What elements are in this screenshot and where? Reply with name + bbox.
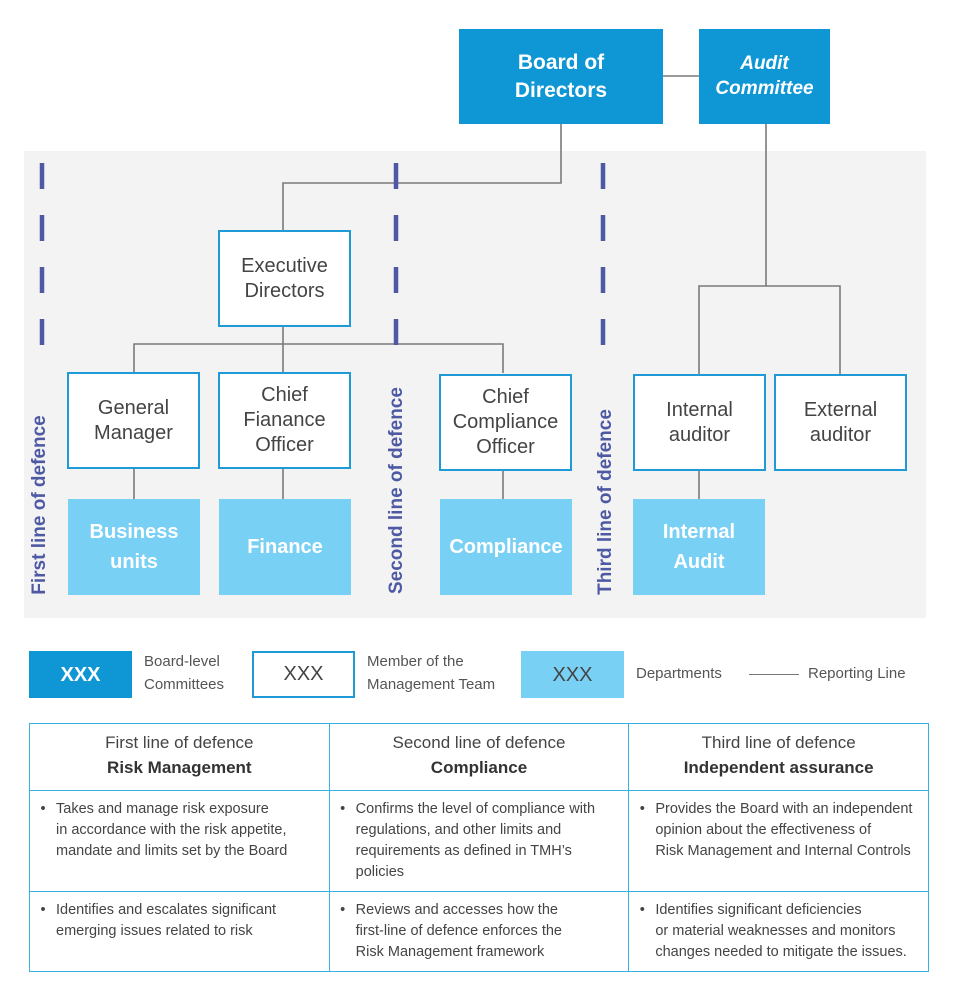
table-header-cell: Second line of defence Compliance [328, 723, 630, 791]
defence-table: First line of defence Risk Management Se… [29, 723, 929, 973]
exec-branch-connector [133, 343, 504, 373]
legend-dept-swatch: XXX [521, 651, 624, 698]
table-header-row: First line of defence Risk Management Se… [29, 723, 929, 791]
legend-member-swatch: XXX [252, 651, 355, 698]
cell-text: Identifies significant deficiencies or m… [655, 902, 907, 961]
table-cell: • Reviews and accesses how the first-line… [328, 891, 630, 973]
internal-audit-box: Internal Audit [633, 499, 765, 595]
legend-board-text: Board-level Committees [144, 653, 225, 694]
column-title: Third line of defence [701, 733, 856, 752]
table-header-cell: Third line of defence Independent assura… [628, 723, 929, 791]
general-manager-box: General Manager [67, 372, 200, 469]
bullet-icon: • [639, 902, 645, 919]
column-subtitle: Risk Management [107, 757, 252, 777]
audit-external-connector [766, 285, 841, 374]
bullet-icon: • [40, 801, 46, 817]
table-cell: • Confirms the level of compliance with r… [328, 789, 630, 893]
compliance-box: Compliance [440, 499, 572, 595]
cell-text: Provides the Board with an independent o… [655, 801, 913, 860]
cell-text: Reviews and accesses how the first-line … [355, 902, 562, 961]
table-cell: • Identifies and escalates significant em… [29, 891, 330, 973]
third-line-label: Third line of defence [595, 409, 616, 595]
legend-member-text: Member of the Management Team [367, 653, 496, 694]
cell-text: Confirms the level of compliance with re… [355, 801, 596, 881]
bullet-icon: • [639, 801, 645, 817]
legend-dept-text: Departments [636, 665, 722, 682]
legend-line-text: Reporting Line [808, 665, 906, 682]
internal-auditor-box: Internal auditor [633, 374, 766, 471]
board-of-directors-box: Board of Directors [459, 29, 663, 124]
bullet-icon: • [340, 801, 346, 817]
business-units-box: Business units [68, 499, 200, 595]
cell-text: Identifies and escalates significant eme… [56, 902, 277, 940]
table-cell: • Identifies significant deficiencies or … [628, 891, 929, 973]
chief-compliance-officer-box: Chief Compliance Officer [439, 374, 572, 471]
bullet-icon: • [340, 902, 346, 919]
column-subtitle: Independent assurance [683, 757, 874, 777]
column-title: Second line of defence [392, 733, 566, 752]
column-subtitle: Compliance [430, 757, 528, 777]
legend-board-swatch: XXX [29, 651, 132, 698]
table-cell: • Provides the Board with an independent … [628, 789, 929, 893]
first-line-label: First line of defence [29, 415, 50, 595]
bullet-icon: • [40, 902, 46, 919]
table-header-cell: First line of defence Risk Management [29, 723, 330, 791]
executive-directors-box: Executive Directors [218, 230, 351, 327]
audit-committee-box: Audit Committee [699, 29, 830, 124]
second-line-label: Second line of defence [386, 387, 407, 594]
column-title: First line of defence [105, 733, 254, 752]
chief-finance-officer-box: Chief Fianance Officer [218, 372, 351, 469]
table-row: • Takes and manage risk exposure in accor… [29, 789, 929, 893]
audit-internal-connector [698, 124, 767, 374]
table-row: • Identifies and escalates significant em… [29, 891, 929, 973]
board-exec-connector [282, 124, 562, 231]
table-cell: • Takes and manage risk exposure in accor… [29, 789, 330, 893]
external-auditor-box: External auditor [774, 374, 907, 471]
legend-line-sample [749, 674, 799, 675]
cell-text: Takes and manage risk exposure in accord… [56, 801, 288, 860]
finance-box: Finance [219, 499, 351, 595]
